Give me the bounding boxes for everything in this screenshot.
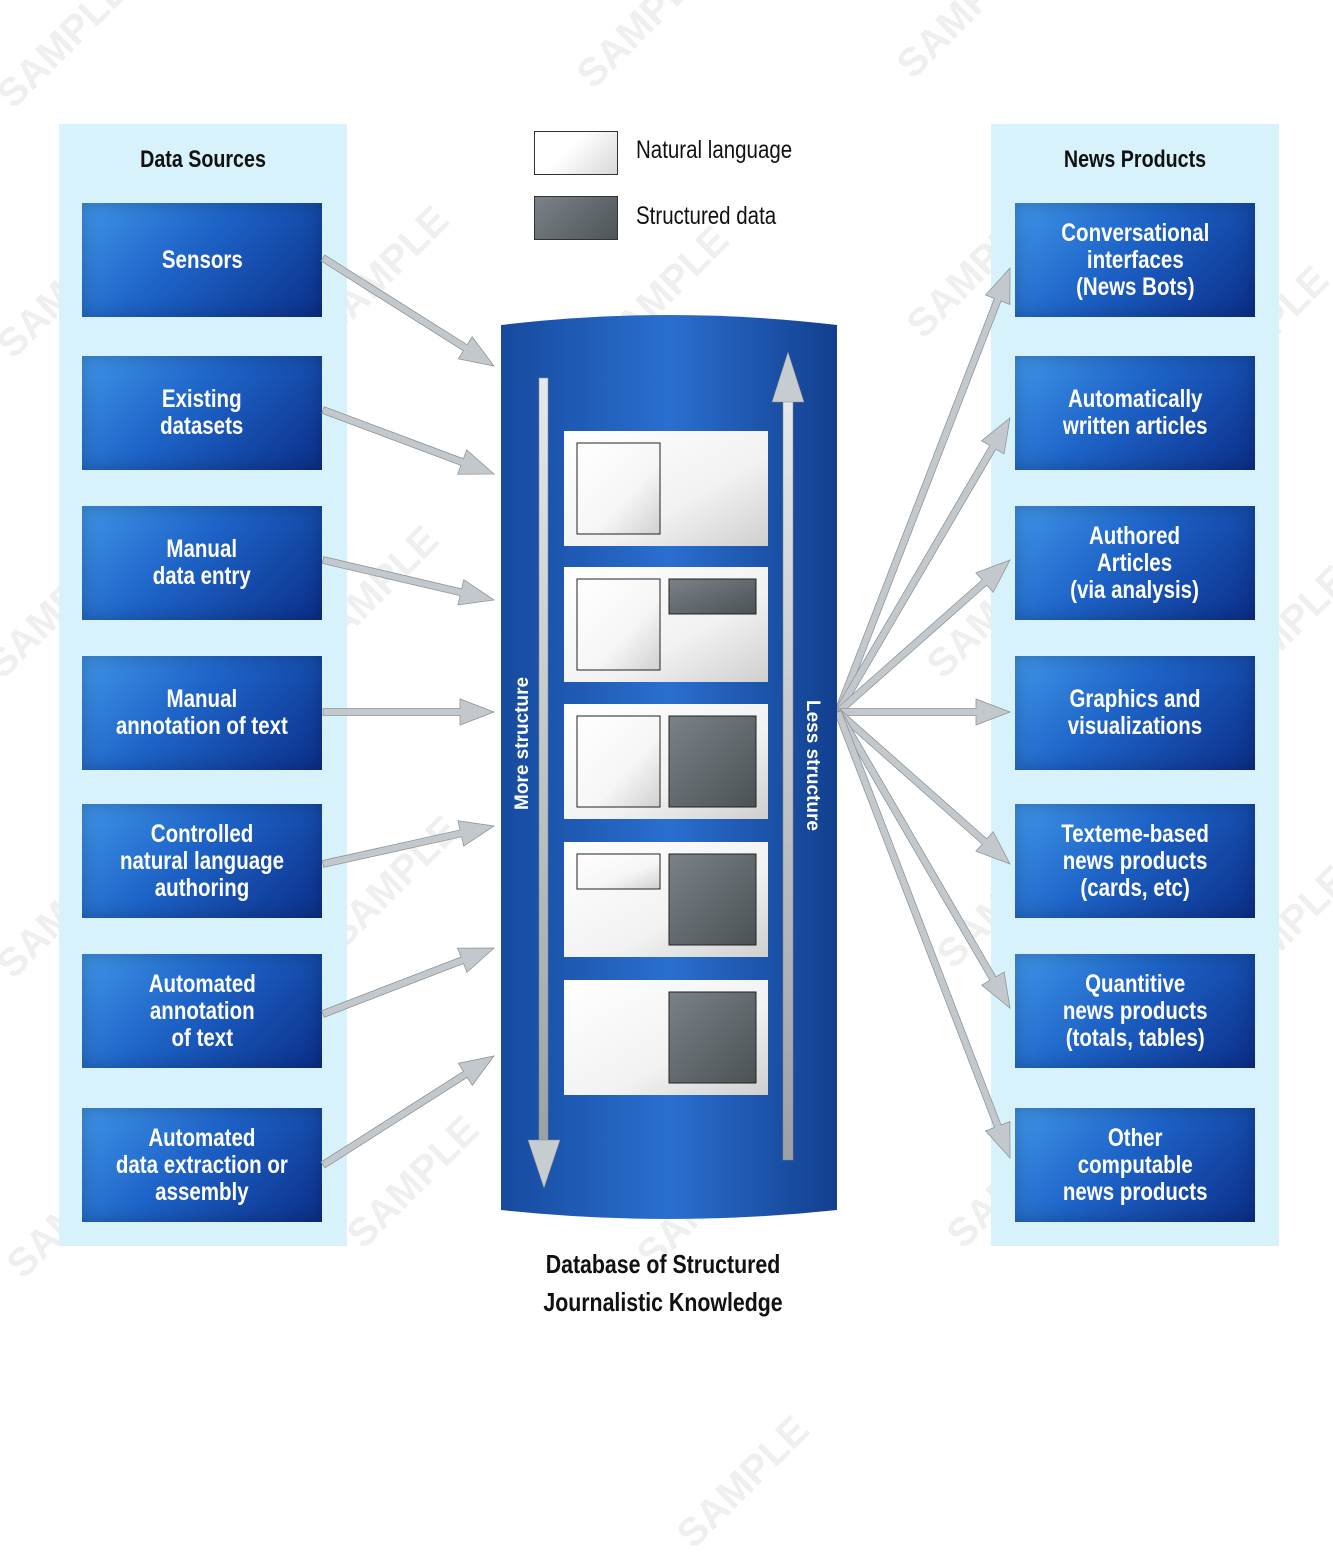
news-product-label: Graphics and visualizations	[1067, 685, 1203, 740]
output-arrow	[834, 417, 1011, 715]
news-product-box: Quantitive news products (totals, tables…	[1015, 954, 1255, 1068]
output-arrow	[835, 559, 1011, 716]
news-products-title: News Products	[1063, 146, 1207, 173]
output-arrow	[834, 709, 1011, 1009]
data-sources-title: Data Sources	[140, 146, 266, 173]
database-caption-line1: Database of Structured	[545, 1249, 781, 1279]
news-product-label: Automatically written articles	[1062, 385, 1208, 440]
natural-language-block	[576, 578, 661, 671]
natural-language-block	[576, 853, 661, 890]
input-arrows	[320, 254, 496, 1169]
output-arrow	[835, 708, 1011, 865]
less-structure-arrow-shaft	[782, 394, 794, 1161]
data-source-box: Automated data extraction or assembly	[82, 1108, 322, 1222]
diagram-canvas	[320, 254, 1012, 1219]
news-product-box: Other computable news products	[1015, 1108, 1255, 1222]
data-source-box: Manual data entry	[82, 506, 322, 620]
database-record	[564, 431, 768, 546]
data-source-label: Automated data extraction or assembly	[115, 1123, 289, 1206]
data-source-label: Automated annotation of text	[148, 969, 256, 1052]
data-source-box: Existing datasets	[82, 356, 322, 470]
database-caption: Database of Structured Journalistic Know…	[499, 1245, 827, 1321]
news-product-label: Texteme-based news products (cards, etc)	[1061, 819, 1209, 902]
output-arrow	[834, 710, 1011, 1160]
news-product-label: Authored Articles (via analysis)	[1070, 521, 1200, 604]
news-product-box: Authored Articles (via analysis)	[1015, 506, 1255, 620]
input-arrow	[321, 556, 496, 606]
news-product-box: Conversational interfaces (News Bots)	[1015, 203, 1255, 317]
more-structure-arrow-shaft	[538, 377, 549, 1149]
structured-data-block	[668, 991, 757, 1084]
input-arrow	[322, 698, 496, 726]
news-product-box: Texteme-based news products (cards, etc)	[1015, 804, 1255, 918]
data-source-label: Sensors	[161, 245, 243, 274]
database-record	[564, 704, 768, 819]
input-arrow	[321, 947, 496, 1018]
structured-data-block	[668, 853, 757, 946]
news-product-label: Conversational interfaces (News Bots)	[1060, 218, 1210, 301]
natural-language-swatch	[534, 131, 618, 175]
input-arrow	[321, 820, 496, 868]
news-product-box: Graphics and visualizations	[1015, 656, 1255, 770]
structured-data-block	[668, 715, 757, 808]
structured-data-legend-label: Structured data	[636, 202, 777, 230]
input-arrow	[320, 254, 495, 367]
data-source-box: Sensors	[82, 203, 322, 317]
database-record	[564, 842, 768, 957]
input-arrow	[320, 1055, 495, 1169]
data-source-label: Manual annotation of text	[116, 685, 288, 740]
natural-language-legend-label: Natural language	[636, 136, 793, 164]
less-structure-arrow	[771, 351, 805, 1161]
data-source-label: Controlled natural language authoring	[119, 819, 285, 902]
natural-language-block	[576, 442, 661, 535]
database-caption-line2: Journalistic Knowledge	[543, 1287, 783, 1317]
more-structure-label: More structure	[512, 676, 533, 810]
news-product-label: Other computable news products	[1062, 1123, 1208, 1206]
data-source-label: Manual data entry	[153, 535, 251, 590]
output-arrow	[834, 266, 1011, 714]
database-record	[564, 980, 768, 1095]
input-arrow	[321, 406, 496, 475]
database-records	[564, 431, 768, 1095]
structured-data-block	[668, 578, 757, 615]
output-arrow	[837, 698, 1012, 726]
data-source-box: Controlled natural language authoring	[82, 804, 322, 918]
up-arrowhead-icon	[771, 351, 805, 403]
output-arrows	[834, 266, 1012, 1160]
natural-language-block	[576, 715, 661, 808]
data-source-box: Manual annotation of text	[82, 656, 322, 770]
less-structure-label: Less structure	[802, 700, 823, 831]
news-product-label: Quantitive news products (totals, tables…	[1062, 969, 1208, 1052]
more-structure-arrow	[527, 377, 561, 1189]
database-record	[564, 567, 768, 682]
down-arrowhead-icon	[527, 1139, 561, 1189]
news-product-box: Automatically written articles	[1015, 356, 1255, 470]
data-source-label: Existing datasets	[160, 385, 244, 440]
data-source-box: Automated annotation of text	[82, 954, 322, 1068]
structured-data-swatch	[534, 196, 618, 240]
